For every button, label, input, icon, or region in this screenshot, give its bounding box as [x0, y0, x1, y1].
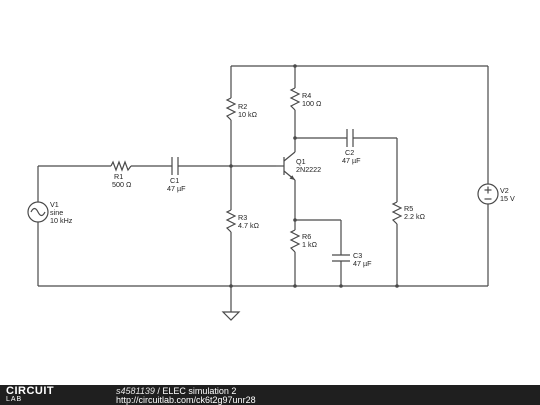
r5-resistor[interactable]	[391, 201, 403, 225]
circuitlab-logo-sub: LAB	[6, 396, 23, 403]
r3-resistor[interactable]	[225, 209, 237, 233]
v1-sine-source[interactable]	[27, 201, 49, 223]
junction-dots	[229, 64, 399, 288]
schematic-canvas: V1 sine 10 kHz R1 500 Ω C1 47 µF R2 10 k…	[27, 64, 515, 321]
c3-capacitor[interactable]	[332, 254, 350, 262]
circuit-schematic: V1 sine 10 kHz R1 500 Ω C1 47 µF R2 10 k…	[27, 64, 515, 321]
c1-value: 47 µF	[167, 184, 186, 193]
v2-name: V2	[500, 186, 509, 195]
r2-name: R2	[238, 102, 247, 111]
c3-value: 47 µF	[353, 259, 372, 268]
author-username[interactable]: s4581139	[116, 386, 155, 396]
r6-name: R6	[302, 232, 311, 241]
footer-bar: CIRCUIT LAB s4581139 / ELEC simulation 2…	[0, 385, 540, 405]
c2-capacitor[interactable]	[346, 129, 354, 147]
r3-name: R3	[238, 213, 247, 222]
r1-value: 500 Ω	[112, 180, 132, 189]
r1-resistor[interactable]	[110, 160, 132, 172]
r4-resistor[interactable]	[289, 87, 301, 111]
r5-value: 2.2 kΩ	[404, 212, 426, 221]
r4-name: R4	[302, 91, 311, 100]
r2-value: 10 kΩ	[238, 110, 258, 119]
circuit-title-line: s4581139 / ELEC simulation 2	[116, 386, 236, 396]
r6-resistor[interactable]	[289, 229, 301, 253]
q1-name: Q1	[296, 157, 306, 166]
circuit-url-link[interactable]: http://circuitlab.com/ck6t2g97unr28	[116, 395, 256, 405]
c1-capacitor[interactable]	[171, 157, 179, 175]
r5-name: R5	[404, 204, 413, 213]
c3-name: C3	[353, 251, 362, 260]
v1-waveform: sine	[50, 208, 63, 217]
q1-npn-transistor[interactable]	[276, 151, 296, 181]
r2-resistor[interactable]	[225, 97, 237, 121]
c2-name: C2	[345, 148, 354, 157]
q1-model: 2N2222	[296, 165, 321, 174]
wires	[37, 65, 489, 312]
r4-value: 100 Ω	[302, 99, 322, 108]
r3-value: 4.7 kΩ	[238, 221, 260, 230]
v2-value: 15 V	[500, 194, 515, 203]
c1-name: C1	[170, 176, 179, 185]
v1-frequency: 10 kHz	[50, 216, 73, 225]
circuit-title: ELEC simulation 2	[162, 386, 237, 396]
v1-name: V1	[50, 200, 59, 209]
ground-icon	[221, 311, 241, 321]
title-separator: /	[154, 386, 163, 396]
r6-value: 1 kΩ	[302, 240, 318, 249]
c2-value: 47 µF	[342, 156, 361, 165]
circuitlab-logo[interactable]: CIRCUIT	[6, 385, 55, 397]
v2-dc-source[interactable]	[477, 183, 499, 205]
r1-name: R1	[114, 172, 123, 181]
